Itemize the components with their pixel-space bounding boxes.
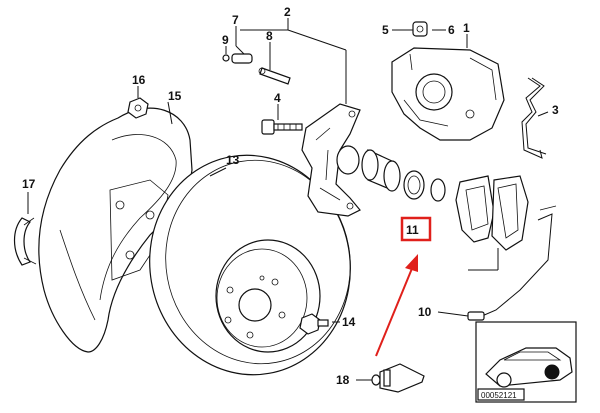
highlight-arrow bbox=[375, 265, 414, 357]
brake-caliper bbox=[391, 47, 505, 141]
piston-seal-kit bbox=[336, 145, 446, 202]
callout-6: 6 bbox=[448, 23, 455, 37]
callout-7: 7 bbox=[232, 13, 239, 27]
leader-lines bbox=[27, 18, 549, 381]
callout-13: 13 bbox=[226, 153, 240, 167]
brake-pads bbox=[455, 175, 529, 251]
bleeder-valve bbox=[412, 21, 428, 37]
callout-11: 11 bbox=[406, 223, 419, 237]
callout-9: 9 bbox=[222, 33, 229, 47]
dust-shield bbox=[38, 107, 193, 353]
callout-1: 1 bbox=[463, 21, 470, 35]
anti-rattle-spring bbox=[521, 77, 547, 159]
retaining-clip bbox=[13, 217, 37, 266]
callout-3: 3 bbox=[552, 103, 559, 117]
guide-bolt-9 bbox=[222, 53, 253, 64]
callout-2: 2 bbox=[284, 5, 291, 19]
inset-code: 00052121 bbox=[481, 391, 517, 400]
callout-18: 18 bbox=[336, 373, 350, 387]
highlight-arrowhead bbox=[405, 254, 418, 272]
guide-bolt bbox=[261, 119, 303, 135]
callout-8: 8 bbox=[266, 29, 273, 43]
vehicle-inset: 00052121 bbox=[475, 321, 577, 403]
bolt-16 bbox=[127, 97, 149, 119]
callout-14: 14 bbox=[342, 315, 356, 329]
caliper-carrier bbox=[301, 103, 361, 217]
callout-labels: 1 2 3 4 5 6 7 8 9 10 11 13 14 15 16 17 1… bbox=[22, 5, 559, 387]
guide-pin bbox=[258, 67, 291, 85]
callout-10: 10 bbox=[418, 305, 432, 319]
callout-5: 5 bbox=[382, 23, 389, 37]
callout-17: 17 bbox=[22, 177, 36, 191]
highlight-box bbox=[400, 216, 432, 242]
callout-16: 16 bbox=[132, 73, 146, 87]
callout-4: 4 bbox=[274, 91, 281, 105]
grease-tube bbox=[371, 363, 425, 393]
callout-15: 15 bbox=[168, 89, 182, 103]
wheel-bolt bbox=[299, 313, 329, 335]
brake-disc bbox=[149, 154, 351, 376]
highlight-11 bbox=[375, 216, 432, 357]
